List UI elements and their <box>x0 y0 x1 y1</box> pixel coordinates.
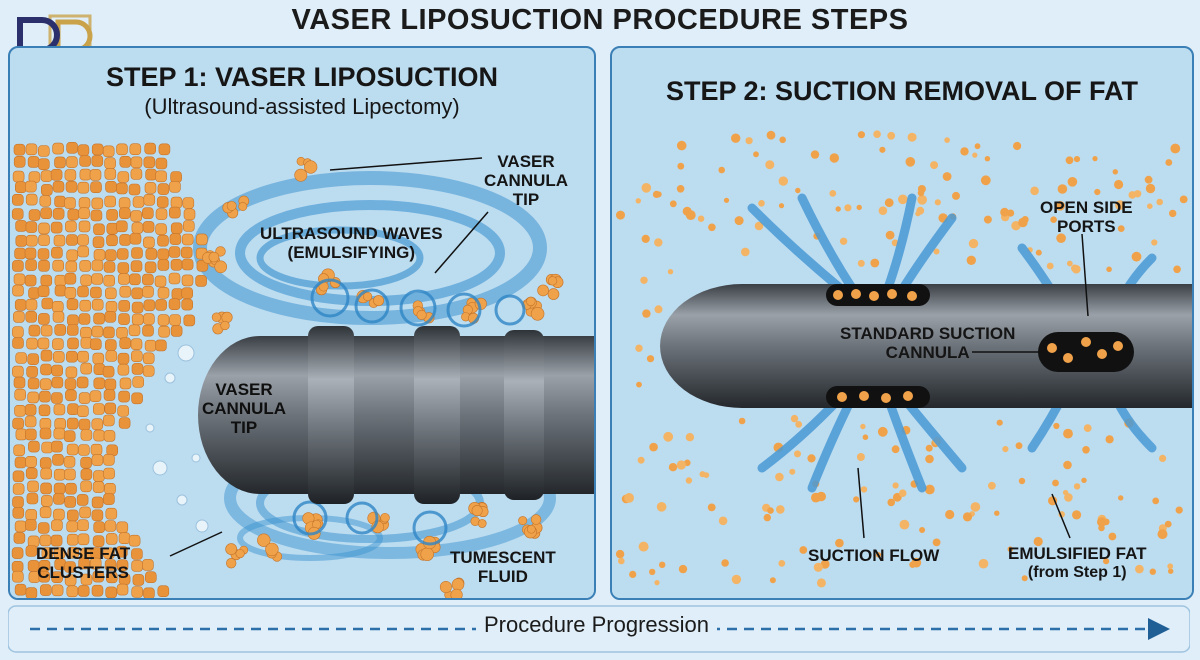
label-line: TIP <box>230 418 258 437</box>
emulsifying-swirls <box>292 278 526 546</box>
step-1-illustration <box>10 138 594 598</box>
step-1-subtitle: (Ultrasound-assisted Lipectomy) <box>144 94 460 119</box>
label-line: (EMULSIFYING) <box>287 243 416 262</box>
label-dense-fat-clusters: DENSE FAT CLUSTERS <box>36 544 130 582</box>
step-2-illustration <box>612 128 1192 598</box>
label-line: VASER <box>497 152 555 171</box>
leader-lines <box>169 157 489 557</box>
page-title: VASER LIPOSUCTION PROCEDURE STEPS <box>291 4 909 36</box>
procedure-progression-label: Procedure Progression <box>476 612 718 638</box>
step-2-title: STEP 2: SUCTION REMOVAL OF FAT <box>665 76 1139 106</box>
label-line: CANNULA <box>202 399 287 418</box>
leader-lines <box>857 233 1089 539</box>
label-open-side-ports: OPEN SIDE PORTS <box>1040 198 1133 236</box>
fat-clusters <box>202 156 564 598</box>
label-standard-suction-cannula: STANDARD SUCTION CANNULA <box>840 324 1015 362</box>
label-line: PORTS <box>1057 217 1116 236</box>
step-1-panel: STEP 1: VASER LIPOSUCTION (Ultrasound-as… <box>8 46 596 600</box>
label-line: FLUID <box>477 567 528 586</box>
label-line: OPEN SIDE <box>1040 198 1133 217</box>
standard-suction-cannula <box>660 284 1192 408</box>
label-line: CLUSTERS <box>37 563 129 582</box>
label-line: TIP <box>512 190 540 209</box>
step-2-panel: STEP 2: SUCTION REMOVAL OF FAT OPEN SIDE… <box>610 46 1194 600</box>
label-line: VASER <box>215 380 273 399</box>
label-line: (from Step 1) <box>1027 564 1127 581</box>
step-1-title: STEP 1: VASER LIPOSUCTION <box>105 62 499 92</box>
label-line: ULTRASOUND WAVES <box>260 224 443 243</box>
label-line: EMULSIFIED FAT <box>1008 544 1147 563</box>
dense-fat-tissue <box>11 142 209 598</box>
label-suction-flow: SUCTION FLOW <box>808 546 940 565</box>
label-vaser-cannula-tip-body: VASER CANNULA TIP <box>202 380 286 437</box>
label-ultrasound-waves: ULTRASOUND WAVES (EMULSIFYING) <box>260 224 443 262</box>
cavitation-bubbles <box>145 344 209 533</box>
label-line: DENSE FAT <box>36 544 131 563</box>
label-tumescent-fluid: TUMESCENT FLUID <box>450 548 556 586</box>
vaser-cannula <box>198 326 594 504</box>
label-line: TUMESCENT <box>450 548 556 567</box>
label-vaser-cannula-tip-top: VASER CANNULA TIP <box>484 152 568 209</box>
label-line: STANDARD SUCTION <box>840 324 1016 343</box>
fat-in-ports <box>833 289 1123 403</box>
label-line: CANNULA <box>885 343 970 362</box>
emulsified-fat-droplets <box>615 130 1188 588</box>
label-emulsified-fat: EMULSIFIED FAT (from Step 1) <box>1008 544 1147 582</box>
label-line: CANNULA <box>484 171 569 190</box>
